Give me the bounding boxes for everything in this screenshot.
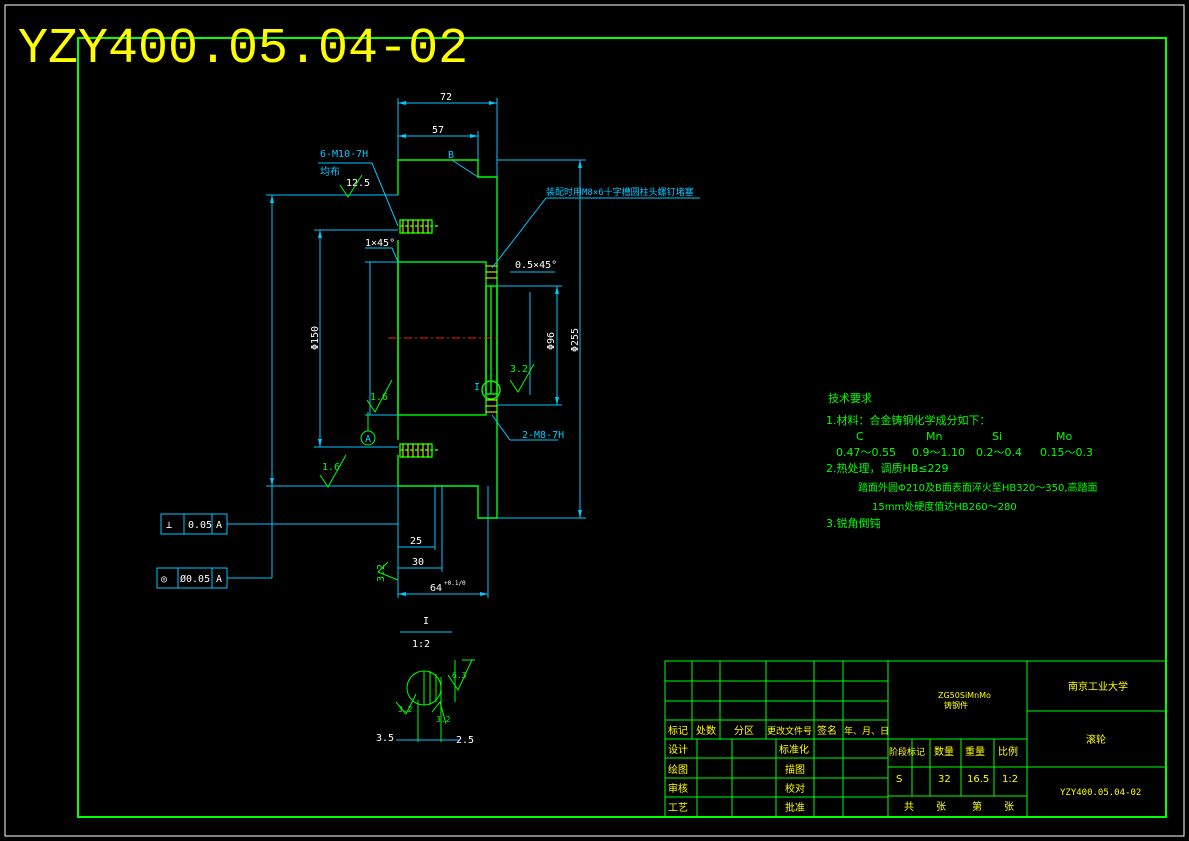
thread-marks <box>402 220 497 457</box>
tb-qty: 数量 <box>934 745 954 758</box>
vertical-dim-texts: Φ150 Φ96 Φ255 <box>310 326 581 352</box>
detail-label: I <box>423 616 429 627</box>
tb-check: 校对 <box>785 782 805 795</box>
roughness-1-6a: 1.6 <box>370 392 388 403</box>
dimension-texts: 72 57 B 6-M10-7H 均布 12.5 1×45° 0.5×45° 2… <box>161 92 694 746</box>
outer-border <box>4 4 1185 837</box>
tb-part-name: 滚轮 <box>1086 733 1106 746</box>
tech-line-3: 踏面外圆Φ210及B面表面淬火至HB320～350,高踏面 <box>858 481 1098 494</box>
detail-dims <box>396 631 460 741</box>
tb-stage-val: S <box>896 774 902 785</box>
tol-circ-symbol: ◎ <box>161 574 167 585</box>
tech-line-4: 15mm处硬度值达HB260～280 <box>872 500 1017 513</box>
drawing-title: YZY400.05.04-02 <box>18 21 468 78</box>
tech-line-2: 2.热处理，调质HB≤229 <box>826 462 949 475</box>
detail-scale: 1:2 <box>412 639 430 650</box>
tb-process: 工艺 <box>668 802 688 814</box>
detail-view <box>395 659 475 742</box>
tb-material: ZG50SiMnMo <box>938 691 991 700</box>
detail-rough-3-2a: 3.2 <box>398 705 413 714</box>
detail-dim-2-5: 2.5 <box>456 735 474 746</box>
tb-review: 审核 <box>668 782 688 795</box>
tech-line-1: 1.材料：合金铸钢化学成分如下： <box>826 413 991 427</box>
dim-30: 30 <box>412 557 424 568</box>
part-outline <box>397 159 501 519</box>
tb-sheets-unit: 张 <box>936 801 946 813</box>
tb-mark: 标记 <box>668 725 688 737</box>
dim-57: 57 <box>432 125 444 136</box>
tech-value-mn: 0.9～1.10 <box>912 446 965 459</box>
title-block-texts: 标记 处数 分区 更改文件号 签名 年、月、日 设计 绘图 审核 工艺 标准化 … <box>668 680 1141 814</box>
dim-64-tol: +0.1/0 <box>444 580 466 587</box>
dimension-lines <box>156 98 700 598</box>
tb-approve: 批准 <box>785 801 805 814</box>
tb-stage: 阶段标记 <box>889 746 925 758</box>
label-i: I <box>474 382 480 393</box>
tol-perp-symbol: ⊥ <box>166 520 172 531</box>
title-block <box>664 660 1167 818</box>
tol-perp-value: 0.05 <box>188 520 212 531</box>
tb-sheet-no: 第 <box>972 800 982 813</box>
dim-phi150: Φ150 <box>310 326 321 350</box>
tech-element-mo: Mo <box>1056 430 1072 443</box>
tol-circ-datum: A <box>216 574 222 585</box>
detail-rough-3-2b: 3.2 <box>436 715 451 724</box>
chamfer-0-5x45: 0.5×45° <box>515 260 557 271</box>
tech-line-5: 3.锐角倒钝 <box>826 516 881 530</box>
tb-count: 处数 <box>696 724 716 737</box>
tol-circ-value: Ø0.05 <box>180 573 210 585</box>
tech-value-mo: 0.15～0.3 <box>1040 446 1093 459</box>
tb-trace: 描图 <box>785 763 805 776</box>
tb-design: 设计 <box>668 743 688 756</box>
dim-25: 25 <box>410 536 422 547</box>
roughness-symbols <box>319 174 535 581</box>
label-b: B <box>448 150 454 161</box>
roughness-12-5: 12.5 <box>346 178 370 189</box>
datum-a: A <box>365 434 371 445</box>
thread-uniform-note: 均布 <box>320 166 340 178</box>
dimension-arrows <box>270 101 582 596</box>
tech-heading: 技术要求 <box>828 392 872 405</box>
chamfer-1x45: 1×45° <box>365 238 395 249</box>
detail-dim-3-5: 3.5 <box>376 733 394 744</box>
tb-weight: 重量 <box>965 745 985 758</box>
tech-value-c: 0.47～0.55 <box>836 446 896 459</box>
screw-note: 装配时用M8×6十字槽圆柱头螺钉堵塞 <box>546 186 694 198</box>
tb-scale-h: 比例 <box>998 745 1018 758</box>
roughness-3-2a: 3.2 <box>510 364 528 375</box>
tb-draw: 绘图 <box>668 763 688 776</box>
tech-element-c: C <box>856 430 864 443</box>
dim-64: 64 <box>430 583 442 594</box>
tech-element-mn: Mn <box>926 430 942 443</box>
tb-date: 年、月、日 <box>844 725 889 737</box>
tech-element-si: Si <box>992 430 1002 443</box>
tb-sign: 签名 <box>817 724 837 737</box>
tb-zone: 分区 <box>734 725 754 737</box>
thread-callout-2: 2-M8-7H <box>522 430 564 441</box>
tech-value-si: 0.2～0.4 <box>976 446 1022 459</box>
tb-school: 南京工业大学 <box>1068 680 1128 693</box>
tb-material-sub: 铸钢件 <box>944 700 968 710</box>
detail-rough-6-3: 6.3 <box>452 671 467 680</box>
dim-72: 72 <box>440 92 452 103</box>
tb-qty-val: 32 <box>938 774 951 785</box>
tb-docno: 更改文件号 <box>767 725 812 737</box>
tb-std: 标准化 <box>779 743 809 756</box>
tb-drawing-no: YZY400.05.04-02 <box>1060 788 1141 798</box>
dim-phi96: Φ96 <box>546 332 557 350</box>
roughness-3-2b: 3.2 <box>376 564 387 582</box>
thread-callout-1: 6-M10-7H <box>320 149 368 160</box>
roughness-1-6b: 1.6 <box>322 462 340 473</box>
tol-perp-datum: A <box>216 520 222 531</box>
tb-scale-val: 1:2 <box>1002 774 1018 785</box>
tb-sheet-unit2: 张 <box>1004 801 1014 813</box>
tb-sheets-total: 共 <box>904 801 914 813</box>
tb-weight-val: 16.5 <box>967 774 989 785</box>
inner-border <box>77 37 1167 818</box>
dim-phi255: Φ255 <box>570 328 581 352</box>
tech-requirements: 技术要求 1.材料：合金铸钢化学成分如下： C Mn Si Mo 0.47～0.… <box>826 392 1098 530</box>
